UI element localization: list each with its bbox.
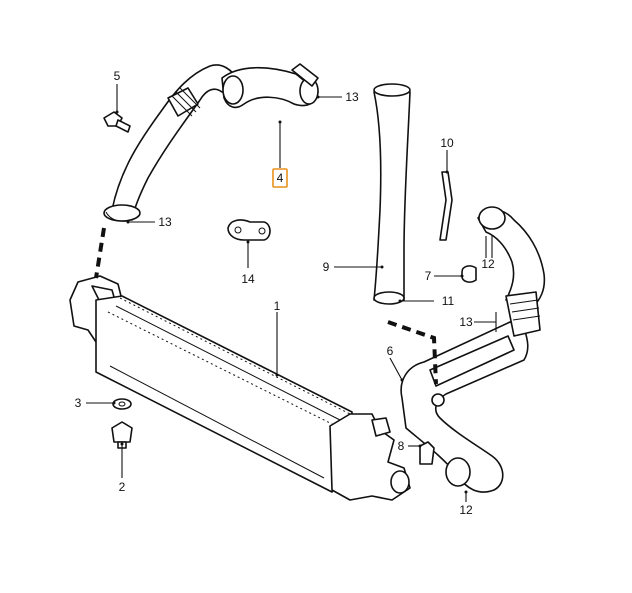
callout-9[interactable]: 9 [323,260,330,274]
callout-13-right[interactable]: 13 [459,315,473,329]
callout-12-upper[interactable]: 12 [481,257,495,271]
bracket-14 [227,219,271,241]
leader-lines [86,84,497,502]
callout-2[interactable]: 2 [119,480,126,494]
callout-4-highlight [272,168,288,188]
bolt-2 [111,421,133,449]
connection-dash-upper [94,227,106,279]
charge-hose-upper-bend [221,63,319,109]
callout-14[interactable]: 14 [241,272,255,286]
bolt-5 [103,111,131,133]
callout-12-lower[interactable]: 12 [459,503,473,517]
charge-pipe-upper-left [103,64,239,222]
callout-13-upper[interactable]: 13 [345,90,359,104]
callout-labels: 1 2 3 4 5 6 7 8 9 10 11 12 12 13 13 13 1… [75,69,495,517]
clamp-12-lower [445,457,471,487]
callout-13-left[interactable]: 13 [158,215,172,229]
callout-8[interactable]: 8 [398,439,405,453]
intercooler-fins [107,297,351,429]
callout-4[interactable]: 4 [277,171,284,185]
callout-1[interactable]: 1 [274,299,281,313]
cable-strap-10 [439,171,453,241]
callout-5[interactable]: 5 [114,69,121,83]
intercooler [69,275,411,501]
pipe-vertical [373,83,411,305]
callout-3[interactable]: 3 [75,396,82,410]
bolt-8 [419,441,435,465]
connection-dash-lower [387,320,438,385]
callout-7[interactable]: 7 [425,269,432,283]
washer-3 [112,398,132,410]
callout-11[interactable]: 11 [442,294,455,308]
nut-7 [461,265,477,283]
callout-6[interactable]: 6 [387,344,394,358]
hose-upper-right [477,206,546,337]
callout-10[interactable]: 10 [440,136,454,150]
